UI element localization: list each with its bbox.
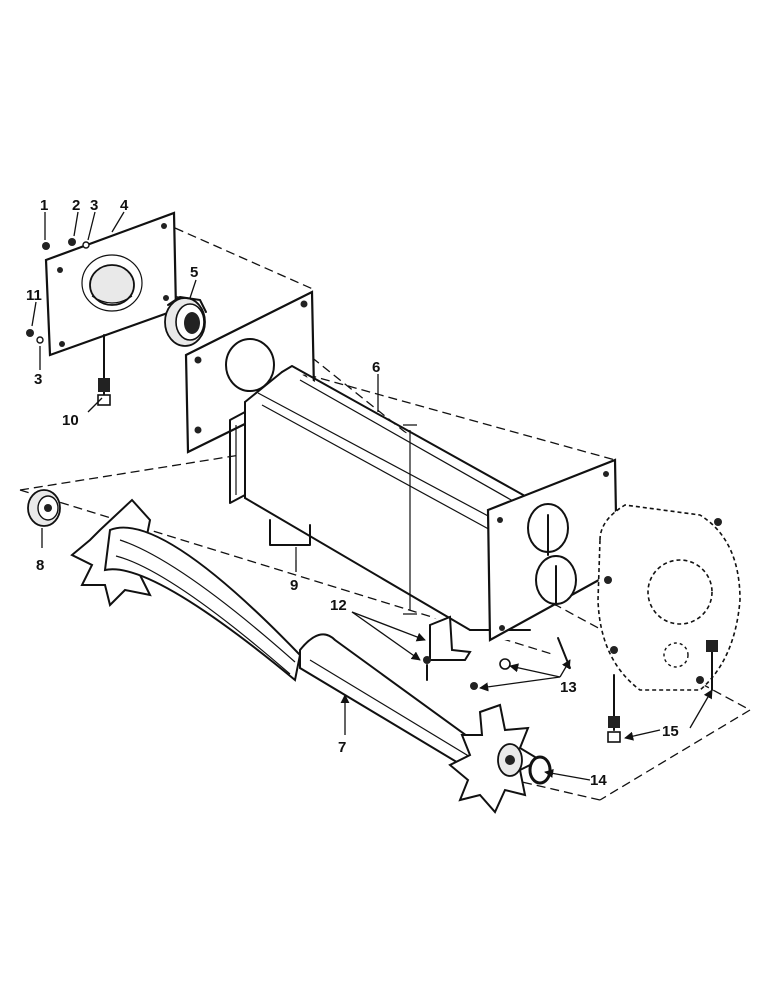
label-9: 9 xyxy=(290,577,298,594)
bearing-assembly xyxy=(164,296,207,347)
part-labels: 1 2 3 4 5 11 3 10 6 8 9 12 13 7 15 14 xyxy=(26,197,679,789)
small-screws xyxy=(26,238,90,344)
leader-lines xyxy=(31,211,713,781)
label-11: 11 xyxy=(26,287,42,304)
gearbox-housing xyxy=(597,504,741,691)
label-6: 6 xyxy=(372,359,380,376)
stud-bolts xyxy=(607,640,718,743)
label-3b: 3 xyxy=(34,371,42,388)
label-7: 7 xyxy=(338,739,346,756)
label-12: 12 xyxy=(330,597,347,614)
label-14: 14 xyxy=(590,772,607,789)
bearing-8 xyxy=(27,489,61,527)
label-3a: 3 xyxy=(90,197,98,214)
label-8: 8 xyxy=(36,557,44,574)
label-10: 10 xyxy=(62,412,79,429)
label-5: 5 xyxy=(190,264,198,281)
label-2: 2 xyxy=(72,197,80,214)
label-15: 15 xyxy=(662,723,679,740)
seal-ring-14 xyxy=(528,755,552,785)
shaft-with-sprockets xyxy=(70,498,543,814)
housing-trough xyxy=(229,365,531,640)
right-end-plate xyxy=(486,458,619,642)
stud-bolt-10 xyxy=(97,334,111,406)
label-1: 1 xyxy=(40,197,48,214)
label-4: 4 xyxy=(120,197,129,214)
label-13: 13 xyxy=(560,679,577,696)
front-bearing-plate xyxy=(44,211,178,357)
